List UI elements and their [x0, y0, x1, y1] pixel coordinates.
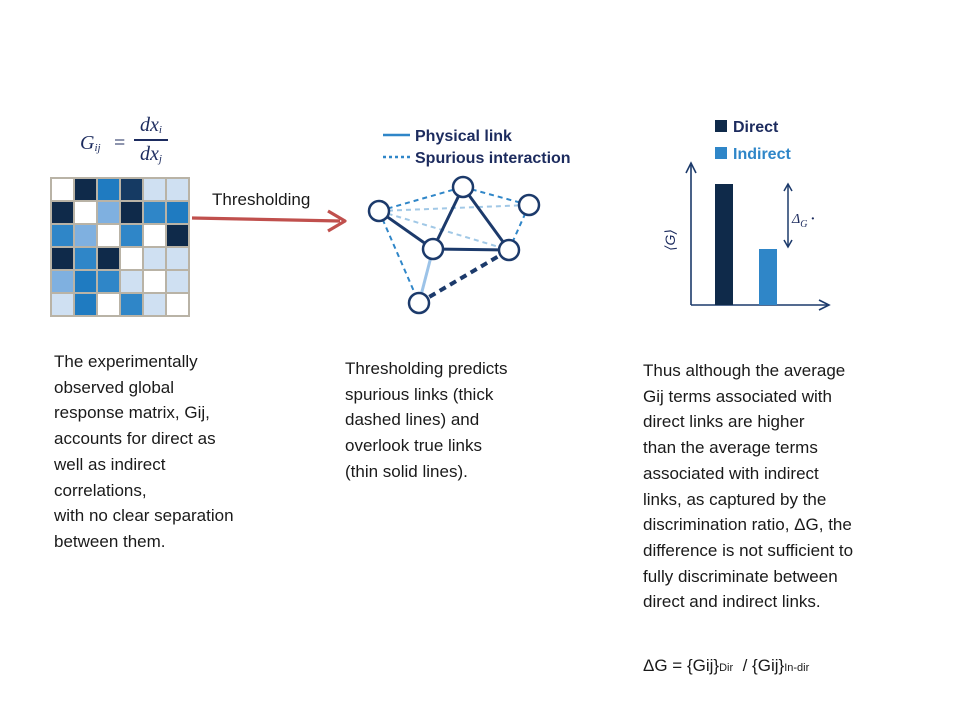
matrix-cell	[98, 202, 119, 223]
network-node	[421, 237, 445, 261]
matrix-cell	[52, 248, 73, 269]
network-caption: Thresholding predicts spurious links (th…	[345, 359, 508, 481]
equation-sub-indir: In-dir	[784, 662, 810, 674]
matrix-cell	[98, 248, 119, 269]
matrix-cell	[144, 225, 165, 246]
matrix-cell	[52, 179, 73, 200]
formula-numerator: dx	[140, 114, 159, 136]
network-node	[367, 199, 391, 223]
discrimination-caption: Thus although the average Gij terms asso…	[643, 361, 854, 612]
formula-equals: =	[114, 132, 126, 154]
delta-g-label: ΔG ·	[791, 212, 814, 230]
matrix-cell	[167, 225, 188, 246]
matrix-cell	[167, 248, 188, 269]
matrix-cell	[98, 294, 119, 315]
matrix-cell	[98, 271, 119, 292]
legend-direct-label: Direct	[733, 119, 779, 136]
formula-denominator: dx	[140, 142, 159, 165]
matrix-cell	[144, 179, 165, 200]
matrix-cell	[121, 248, 142, 269]
matrix-cell	[167, 271, 188, 292]
network-diagram: Physical link Spurious interaction	[367, 128, 571, 315]
network-node	[517, 193, 541, 217]
bar-indirect	[759, 249, 777, 305]
equation-sub-dir: Dir	[719, 662, 734, 674]
formula-numerator-sub: i	[158, 124, 162, 136]
bar-direct	[715, 184, 733, 305]
formula-lhs-sub: ij	[94, 142, 101, 154]
thick-spurious-link	[417, 248, 511, 305]
matrix-cell	[75, 271, 96, 292]
matrix-cell	[52, 225, 73, 246]
matrix-cell	[75, 202, 96, 223]
matrix-cell	[121, 294, 142, 315]
formula-fraction: dxi dxj	[134, 114, 168, 166]
response-matrix-grid	[50, 177, 190, 317]
delta-g-bracket	[783, 182, 793, 249]
legend-physical-label: Physical link	[415, 128, 512, 145]
bar-axes	[685, 161, 831, 311]
matrix-cell	[167, 202, 188, 223]
thresholding-label: Thresholding	[212, 190, 311, 209]
matrix-cell	[121, 202, 142, 223]
matrix-cell	[52, 202, 73, 223]
matrix-cell	[121, 179, 142, 200]
legend-direct-swatch	[715, 120, 727, 132]
matrix-cell	[121, 271, 142, 292]
response-matrix-formula: Gij = dxi dxj	[80, 114, 190, 174]
matrix-cell	[75, 294, 96, 315]
matrix-cell	[167, 179, 188, 200]
matrix-cell	[144, 248, 165, 269]
delta-suffix: ·	[807, 212, 814, 227]
matrix-cell	[121, 225, 142, 246]
matrix-cell	[144, 294, 165, 315]
matrix-cell	[98, 179, 119, 200]
matrix-cell	[75, 179, 96, 200]
matrix-cell	[52, 271, 73, 292]
thresholding-arrow	[191, 209, 347, 233]
formula-lhs: G	[80, 132, 95, 154]
physical-links	[378, 186, 511, 252]
network-node	[451, 175, 475, 199]
formula-denominator-sub: j	[158, 152, 162, 165]
matrix-cell	[98, 225, 119, 246]
network-nodes	[367, 175, 541, 315]
matrix-cell	[144, 202, 165, 223]
legend-indirect-label: Indirect	[733, 146, 791, 163]
matrix-cell	[75, 225, 96, 246]
matrix-cell	[144, 271, 165, 292]
equation-lhs: ΔG = {Gij}	[643, 656, 720, 675]
network-node	[497, 238, 521, 262]
matrix-caption: The experimentally observed global respo…	[54, 352, 234, 551]
network-node	[407, 291, 431, 315]
delta-g-equation: ΔG = {Gij}Dir / {Gij}In-dir	[643, 656, 809, 676]
equation-mid: / {Gij}	[733, 656, 785, 675]
legend-indirect-swatch	[715, 147, 727, 159]
matrix-cell	[52, 294, 73, 315]
matrix-cell	[75, 248, 96, 269]
delta-symbol: Δ	[791, 212, 800, 227]
discrimination-bar-diagram: Direct Indirect ⟨G⟩ ΔG ·	[662, 119, 831, 311]
y-axis-label: ⟨G⟩	[662, 229, 678, 251]
delta-sub: G	[800, 219, 807, 230]
legend-spurious-label: Spurious interaction	[415, 150, 571, 167]
matrix-cell	[167, 294, 188, 315]
